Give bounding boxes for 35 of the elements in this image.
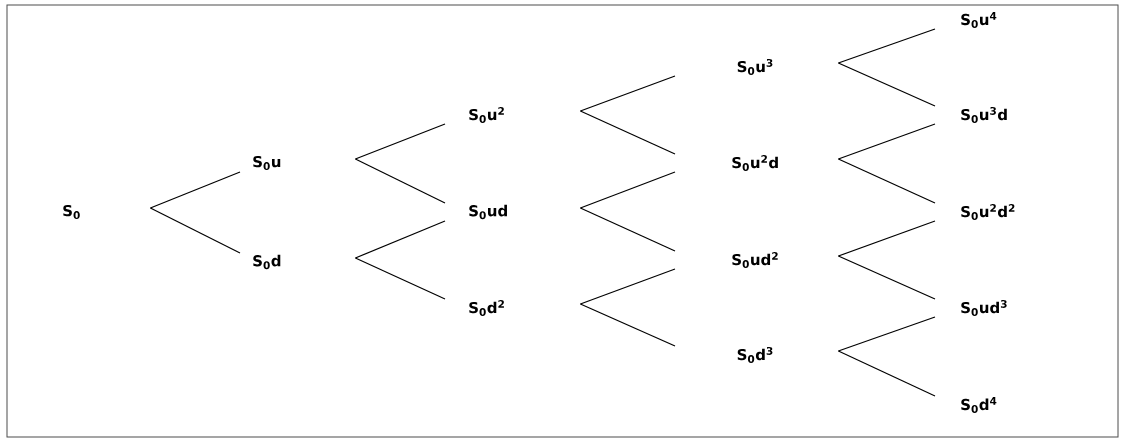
branch-line: [354, 158, 446, 204]
node-label: S$_{0}$d: [253, 254, 281, 270]
branch-line: [579, 207, 676, 252]
branch-line: [149, 207, 241, 254]
node-label: S$_{0}$u$^{3}$: [737, 59, 773, 75]
branch-line: [579, 110, 676, 155]
branch-line: [579, 171, 676, 209]
node-label: S$_{0}$ud: [469, 204, 507, 220]
node-label: S$_{0}$u$^{2}$d$^{2}$: [961, 204, 1015, 220]
branch-line: [579, 303, 676, 347]
node-label: S$_{0}$: [63, 204, 80, 220]
node-label: S$_{0}$u$^{2}$d: [732, 155, 778, 171]
branch-line: [149, 171, 241, 209]
branch-line: [579, 75, 676, 112]
node-label: S$_{0}$ud$^{3}$: [961, 300, 1007, 316]
node-label: S$_{0}$u: [253, 155, 281, 171]
branch-line: [579, 268, 676, 305]
branch-line: [354, 220, 446, 259]
node-label: S$_{0}$u$^{4}$: [961, 12, 997, 28]
branch-line: [837, 220, 936, 257]
node-label: S$_{0}$d$^{4}$: [961, 397, 997, 413]
branch-line: [837, 28, 936, 64]
node-label: S$_{0}$u$^{2}$: [469, 107, 504, 123]
branch-line: [837, 158, 936, 204]
node-label: S$_{0}$d$^{3}$: [737, 347, 773, 363]
branch-line: [837, 123, 936, 160]
branch-line: [837, 350, 936, 397]
branch-line: [837, 316, 936, 352]
branch-line: [837, 255, 936, 300]
branch-line: [354, 123, 446, 160]
branch-line: [354, 257, 446, 300]
branch-line: [837, 62, 936, 107]
node-label: S$_{0}$d$^{2}$: [469, 300, 504, 316]
node-label: S$_{0}$u$^{3}$d: [961, 107, 1007, 123]
node-label: S$_{0}$ud$^{2}$: [732, 252, 778, 268]
